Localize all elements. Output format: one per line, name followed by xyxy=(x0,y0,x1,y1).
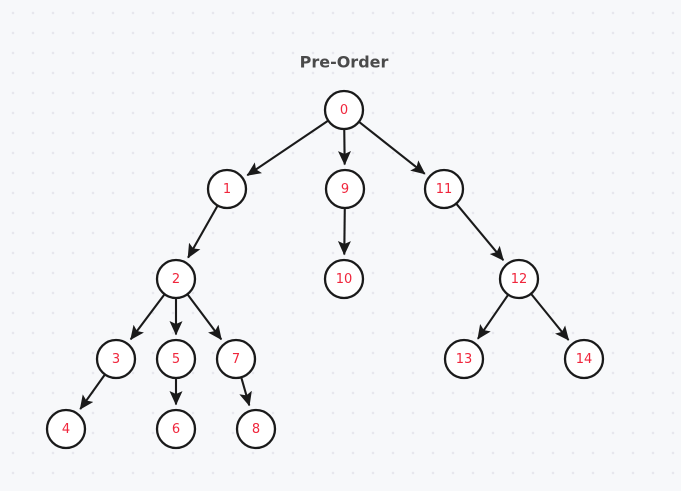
tree-edge xyxy=(477,294,509,340)
tree-edge xyxy=(187,205,219,259)
node-label: 13 xyxy=(456,352,473,367)
node-label: 11 xyxy=(436,182,453,197)
tree-node[interactable]: 5 xyxy=(155,338,197,380)
tree-edge xyxy=(186,293,223,341)
tree-edge xyxy=(246,120,329,177)
tree-node[interactable]: 12 xyxy=(498,258,540,300)
node-circle[interactable] xyxy=(443,338,485,380)
node-label: 4 xyxy=(62,422,70,437)
tree-node[interactable]: 4 xyxy=(45,408,87,450)
node-label: 7 xyxy=(232,352,240,367)
tree-edge xyxy=(239,377,252,407)
node-circle[interactable] xyxy=(423,168,465,210)
node-circle[interactable] xyxy=(215,338,257,380)
node-circle[interactable] xyxy=(324,168,366,210)
tree-node[interactable]: 2 xyxy=(155,258,197,300)
node-circle[interactable] xyxy=(498,258,540,300)
node-circle[interactable] xyxy=(155,408,197,450)
tree-node[interactable]: 1 xyxy=(206,168,248,210)
edges-layer xyxy=(79,120,570,410)
node-label: 6 xyxy=(172,422,180,437)
tree-node[interactable]: 6 xyxy=(155,408,197,450)
node-circle[interactable] xyxy=(155,338,197,380)
node-circle[interactable] xyxy=(206,168,248,210)
node-label: 12 xyxy=(511,272,528,287)
tree-node[interactable]: 13 xyxy=(443,338,485,380)
tree-edge xyxy=(337,208,351,256)
node-circle[interactable] xyxy=(235,408,277,450)
tree-node[interactable]: 11 xyxy=(423,168,465,210)
node-circle[interactable] xyxy=(45,408,87,450)
tree-node[interactable]: 9 xyxy=(324,168,366,210)
tree-node[interactable]: 3 xyxy=(95,338,137,380)
node-label: 5 xyxy=(172,352,180,367)
tree-edge xyxy=(79,374,106,410)
node-circle[interactable] xyxy=(95,338,137,380)
tree-node[interactable]: 8 xyxy=(235,408,277,450)
tree-node[interactable]: 14 xyxy=(563,338,605,380)
node-label: 9 xyxy=(341,182,349,197)
node-label: 1 xyxy=(223,182,231,197)
node-label: 14 xyxy=(576,352,593,367)
node-label: 10 xyxy=(336,272,353,287)
node-label: 3 xyxy=(112,352,120,367)
node-circle[interactable] xyxy=(155,258,197,300)
diagram-title: Pre-Order xyxy=(300,53,389,72)
tree-node[interactable]: 7 xyxy=(215,338,257,380)
tree-node[interactable]: 0 xyxy=(323,89,365,131)
node-label: 0 xyxy=(340,103,348,118)
tree-edge xyxy=(129,293,166,341)
tree-edge xyxy=(530,293,570,341)
node-circle[interactable] xyxy=(563,338,605,380)
node-label: 8 xyxy=(252,422,260,437)
node-circle[interactable] xyxy=(323,89,365,131)
tree-edge xyxy=(455,203,505,261)
node-circle[interactable] xyxy=(323,258,365,300)
tree-node[interactable]: 10 xyxy=(323,258,365,300)
node-label: 2 xyxy=(172,272,180,287)
tree-edge xyxy=(358,121,426,175)
